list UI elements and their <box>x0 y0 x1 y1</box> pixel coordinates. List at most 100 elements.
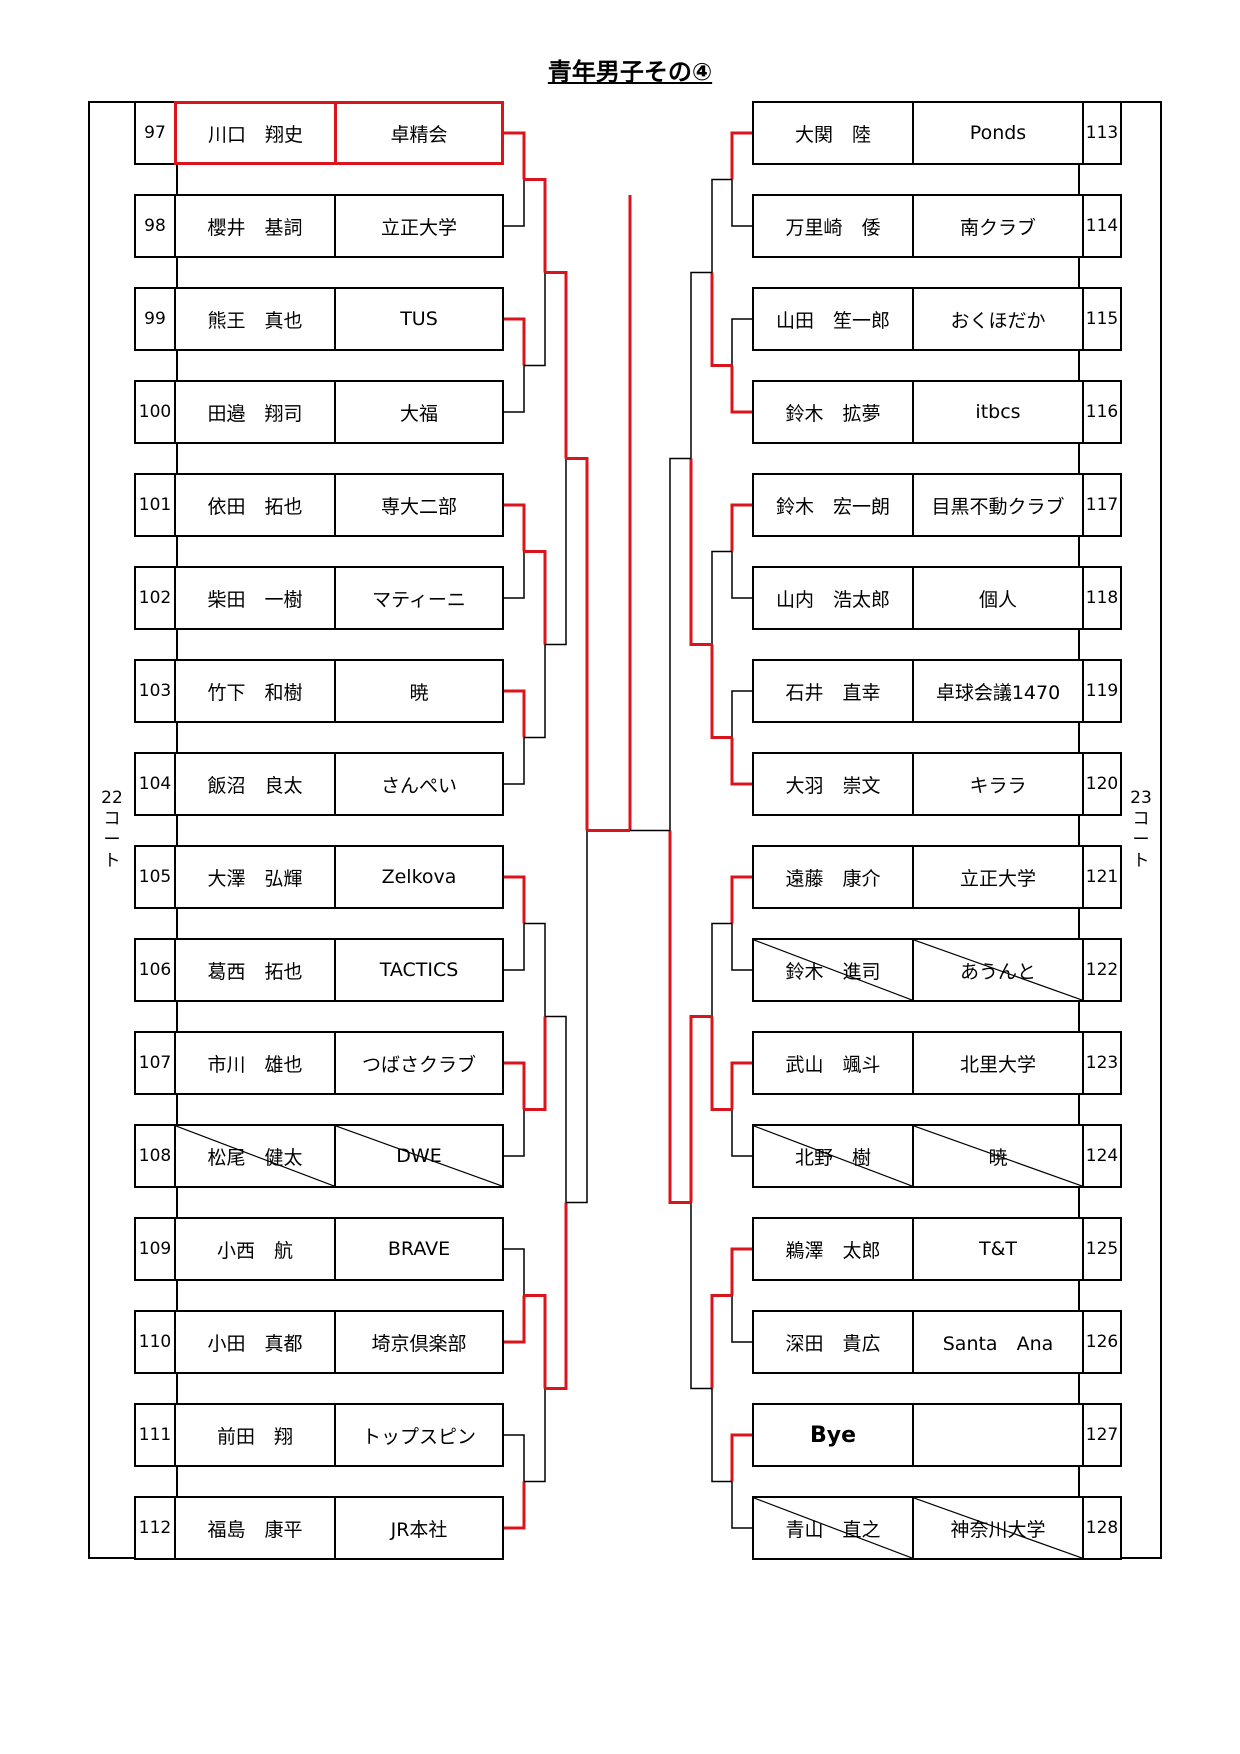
player-name-text: 鈴木 拡夢 <box>785 402 881 425</box>
team-name-text: おくほだか <box>950 309 1046 332</box>
player-name: 市川 雄也 <box>174 1031 334 1095</box>
player-name-text: 万里崎 倭 <box>785 216 881 239</box>
player-name: 松尾 健太 <box>174 1124 334 1188</box>
winner-path-line <box>730 503 752 552</box>
draw-number-text: 125 <box>1085 1239 1119 1259</box>
player-name-text: 遠藤 康介 <box>785 867 881 890</box>
team-name-text: 立正大学 <box>380 216 457 239</box>
winner-path-line <box>504 689 526 738</box>
draw-number: 110 <box>134 1310 174 1374</box>
draw-number-text: 102 <box>138 588 172 608</box>
draw-number: 98 <box>134 194 174 258</box>
player-name: 北野 樹 <box>752 1124 912 1188</box>
winner-path-line <box>504 1061 526 1110</box>
draw-number: 104 <box>134 752 174 816</box>
draw-number-text: 124 <box>1085 1146 1119 1166</box>
right-player-row: 石井 直幸 卓球会議1470 119 <box>752 659 1122 723</box>
draw-number: 99 <box>134 287 174 351</box>
player-name-text: 前田 翔 <box>216 1425 293 1448</box>
team-name-text: さんぺい <box>380 774 457 797</box>
player-name-text: 依田 拓也 <box>207 495 303 518</box>
draw-number: 119 <box>1082 659 1122 723</box>
team-name: 専大二部 <box>334 473 504 537</box>
player-name: 武山 颯斗 <box>752 1031 912 1095</box>
bracket-line <box>524 1388 546 1483</box>
draw-number-text: 100 <box>138 402 172 422</box>
right-court-column: 23コート <box>1120 101 1162 1559</box>
bracket-line <box>731 551 752 599</box>
player-name: 万里崎 倭 <box>752 194 912 258</box>
draw-number: 112 <box>134 1496 174 1560</box>
player-name-text: 鈴木 宏一朗 <box>775 495 890 518</box>
team-name-text: 埼京倶楽部 <box>371 1332 467 1355</box>
draw-number: 111 <box>134 1403 174 1467</box>
player-name: 山内 浩太郎 <box>752 566 912 630</box>
player-name: 柴田 一樹 <box>174 566 334 630</box>
team-name-text: 個人 <box>978 588 1017 611</box>
draw-number: 108 <box>134 1124 174 1188</box>
team-name-text: あうんと <box>959 960 1036 983</box>
player-name: 遠藤 康介 <box>752 845 912 909</box>
player-name-text: 田邉 翔司 <box>207 402 303 425</box>
player-name-text: 大澤 弘輝 <box>207 867 303 890</box>
bracket-line <box>504 1109 525 1157</box>
bracket-line <box>711 178 732 273</box>
player-name: Bye <box>752 1403 912 1467</box>
bracket-line <box>690 1202 712 1390</box>
team-name: BRAVE <box>334 1217 504 1281</box>
draw-number-text: 117 <box>1085 495 1119 515</box>
bracket-line <box>504 737 525 785</box>
player-name-text: 松尾 健太 <box>207 1146 303 1169</box>
bracket-line <box>524 644 546 739</box>
player-name-text: 柴田 一樹 <box>207 588 303 611</box>
draw-number-text: 119 <box>1085 681 1119 701</box>
player-name-text: 鈴木 進司 <box>785 960 881 983</box>
team-name: 目黒不動クラブ <box>912 473 1082 537</box>
player-name-text: 櫻井 基詞 <box>207 216 303 239</box>
draw-number-text: 128 <box>1085 1518 1119 1538</box>
player-name: 大関 陸 <box>752 101 912 165</box>
winner-path-line <box>730 365 752 414</box>
bracket-line <box>711 922 732 1017</box>
draw-number-text: 118 <box>1085 588 1119 608</box>
bracket-line <box>711 1388 732 1483</box>
draw-number: 97 <box>134 101 174 165</box>
player-name: 青山 直之 <box>752 1496 912 1560</box>
bracket-line <box>669 457 691 831</box>
team-name-text: 卓球会議1470 <box>935 681 1061 704</box>
winner-path-line <box>730 737 752 786</box>
team-name-text: つばさクラブ <box>361 1053 476 1076</box>
team-name: 暁 <box>912 1124 1082 1188</box>
bracket-line <box>731 690 752 738</box>
player-name-text: 青山 直之 <box>785 1518 881 1541</box>
draw-number-text: 106 <box>138 960 172 980</box>
player-name-text: 石井 直幸 <box>785 681 881 704</box>
team-name: つばさクラブ <box>334 1031 504 1095</box>
draw-number-text: 107 <box>138 1053 172 1073</box>
winner-path-line <box>524 178 547 273</box>
winner-path-line <box>730 1061 752 1110</box>
draw-number: 106 <box>134 938 174 1002</box>
team-name-text: 北里大学 <box>959 1053 1036 1076</box>
team-name-text: 専大二部 <box>380 495 457 518</box>
team-name-text: TACTICS <box>379 959 459 981</box>
draw-number-text: 110 <box>138 1332 172 1352</box>
team-name: Santa Ana <box>912 1310 1082 1374</box>
team-name-text: 卓精会 <box>390 123 448 146</box>
team-name-text: 神奈川大学 <box>950 1518 1046 1541</box>
draw-number-text: 112 <box>138 1518 172 1538</box>
draw-number-text: 111 <box>138 1425 172 1445</box>
bracket-line <box>524 272 546 367</box>
player-name-text: 鵜澤 太郎 <box>785 1239 881 1262</box>
player-name: 依田 拓也 <box>174 473 334 537</box>
team-name: T&T <box>912 1217 1082 1281</box>
